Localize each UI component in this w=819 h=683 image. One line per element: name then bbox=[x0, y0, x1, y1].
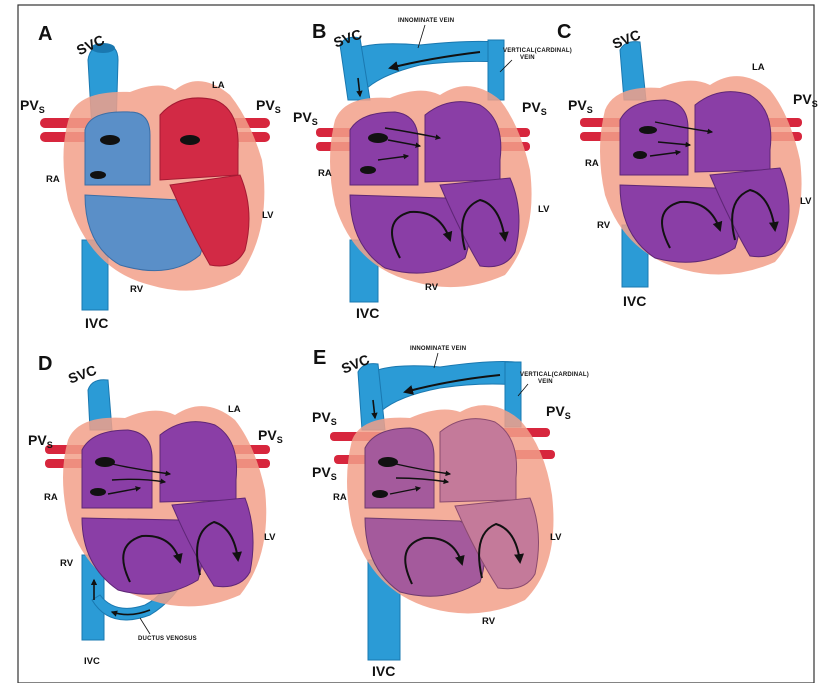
lv-label: LV bbox=[550, 532, 562, 543]
rv-label: RV bbox=[60, 558, 74, 569]
panel-d: D SVC PVS PVS LA RA LV RV DUCTUS VENOSUS… bbox=[28, 353, 283, 667]
right-atrium bbox=[620, 100, 688, 175]
innominate-leader-line bbox=[434, 353, 438, 368]
ivc-label: IVC bbox=[372, 663, 395, 679]
ivc-label: IVC bbox=[84, 656, 100, 667]
svc-ostium bbox=[100, 135, 120, 145]
innominate-vein bbox=[345, 41, 500, 90]
pvs-right-label: PVS bbox=[522, 99, 547, 117]
ivc-ostium bbox=[90, 171, 106, 179]
pvs-left-upper-label: PVS bbox=[312, 409, 337, 427]
ra-label: RA bbox=[44, 492, 58, 503]
svc-ostium bbox=[378, 457, 398, 467]
ivc-ostium bbox=[372, 490, 388, 498]
left-atrium bbox=[425, 102, 501, 182]
ivc-label: IVC bbox=[356, 305, 379, 321]
lv-label: LV bbox=[800, 196, 812, 207]
la-label: LA bbox=[752, 62, 765, 73]
panel-letter-b: B bbox=[312, 21, 326, 43]
pvs-left-label: PVS bbox=[28, 432, 53, 450]
vertical-vein-label-line2: VEIN bbox=[538, 379, 553, 385]
innominate-vein-label: INNOMINATE VEIN bbox=[410, 346, 466, 352]
panel-letter-d: D bbox=[38, 353, 52, 375]
ra-label: RA bbox=[585, 158, 599, 169]
ra-label: RA bbox=[46, 174, 60, 185]
svc-ostium bbox=[95, 457, 115, 467]
innominate-vein bbox=[362, 362, 518, 412]
pvs-left-label: PVS bbox=[568, 97, 593, 115]
ivc-label: IVC bbox=[85, 315, 108, 331]
rv-label: RV bbox=[482, 616, 496, 627]
left-atrium bbox=[160, 422, 237, 502]
ductus-venosus-label: DUCTUS VENOSUS bbox=[138, 636, 197, 642]
lv-label: LV bbox=[262, 210, 274, 221]
pulmonary-ostium bbox=[180, 135, 200, 145]
right-atrium bbox=[350, 112, 418, 185]
la-label: LA bbox=[212, 80, 225, 91]
vertical-vein-label-line1: VERTICAL(CARDINAL) bbox=[520, 372, 589, 378]
lv-label: LV bbox=[264, 532, 276, 543]
pvs-left-label: PVS bbox=[20, 97, 45, 115]
pvs-left-lower-label: PVS bbox=[312, 464, 337, 482]
panel-c: C SVC PVS PVS LA RA LV RV IVC bbox=[557, 21, 818, 309]
innominate-vein-label: INNOMINATE VEIN bbox=[398, 18, 454, 24]
pvs-left-label: PVS bbox=[293, 109, 318, 127]
panel-e: E SVC INNOMINATE VEIN VERTICAL(CARDINAL)… bbox=[312, 346, 589, 679]
lv-label: LV bbox=[538, 204, 550, 215]
rv-label: RV bbox=[597, 220, 611, 231]
pvs-right-label: PVS bbox=[546, 403, 571, 421]
ivc-ostium bbox=[360, 166, 376, 174]
svc-ostium bbox=[368, 133, 388, 143]
panel-letter-e: E bbox=[313, 347, 326, 369]
panel-letter-c: C bbox=[557, 21, 571, 43]
panel-letter-a: A bbox=[38, 23, 52, 45]
pvs-right-label: PVS bbox=[256, 97, 281, 115]
svc-ostium bbox=[639, 126, 657, 134]
pvs-right-label: PVS bbox=[258, 427, 283, 445]
rv-label: RV bbox=[130, 284, 144, 295]
rv-label: RV bbox=[425, 282, 439, 293]
ivc-label: IVC bbox=[623, 293, 646, 309]
vertical-vein-label-line1: VERTICAL(CARDINAL) bbox=[503, 48, 572, 54]
panel-a: A SVC IVC PVS PVS LA RA LV RV bbox=[20, 23, 281, 331]
panel-b: B SVC INNOMINATE VEIN VERTICAL(CARDINAL)… bbox=[293, 18, 572, 321]
vertical-vein-label-line2: VEIN bbox=[520, 55, 535, 61]
ductus-leader-line bbox=[140, 618, 150, 634]
ivc-ostium bbox=[90, 488, 106, 496]
ivc-ostium bbox=[633, 151, 647, 159]
left-atrium bbox=[440, 419, 517, 502]
la-label: LA bbox=[228, 404, 241, 415]
ra-label: RA bbox=[333, 492, 347, 503]
ra-label: RA bbox=[318, 168, 332, 179]
